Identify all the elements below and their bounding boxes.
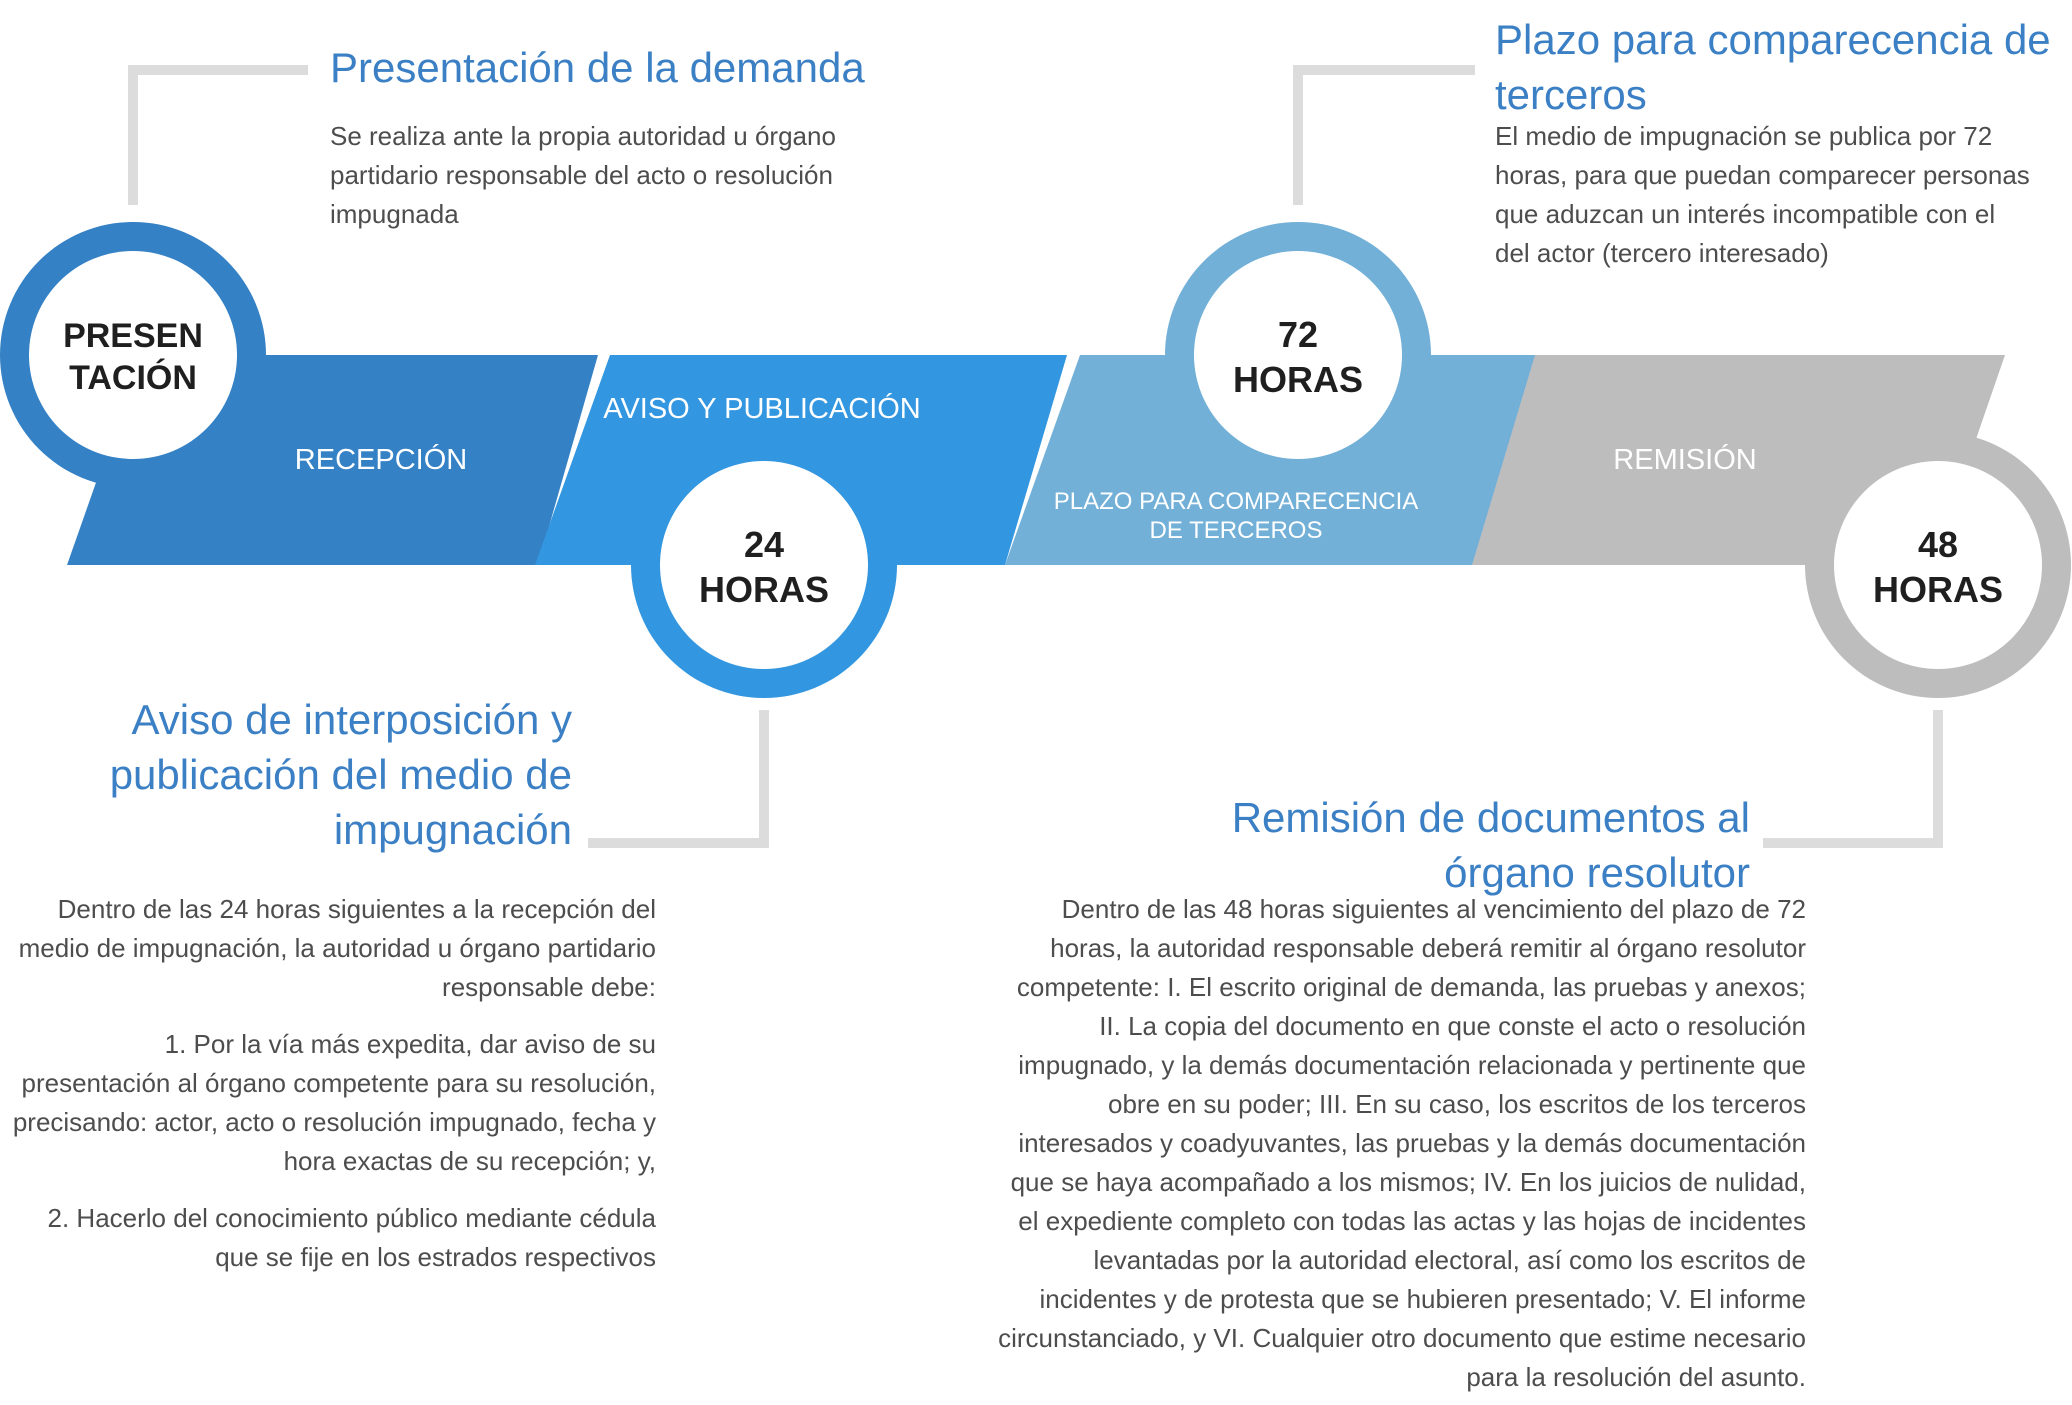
circle-presentacion-inner [29,251,237,459]
circle-24-line2: HORAS [699,569,829,610]
circle-presentacion-line1: PRESEN [63,317,203,355]
step2-paragraph-1: Dentro de las 24 horas siguientes a la r… [18,894,656,1002]
step3-description: El medio de impugnación se publica por 7… [1495,117,2035,273]
step4-description: Dentro de las 48 horas siguientes al ven… [998,890,1806,1397]
step2-title: Aviso de interposición y publicación del… [109,696,572,853]
circle-48-line1: 48 [1918,524,1958,565]
circle-48-horas-inner [1834,461,2042,669]
step4-paragraph: Dentro de las 48 horas siguientes al ven… [998,894,1806,1392]
circle-24-horas-inner [660,461,868,669]
band-label-recepcion: RECEPCIÓN [295,443,467,476]
connector-step2 [588,710,769,848]
band-label-remision: REMISIÓN [1613,443,1756,476]
circle-48-line2: HORAS [1873,569,2003,610]
connector-step3 [1293,65,1475,205]
connector-step1 [128,65,308,205]
band-label-plazo-line1: PLAZO PARA COMPARECENCIA [1054,488,1419,515]
step3-paragraph: El medio de impugnación se publica por 7… [1495,121,2030,268]
circle-72-horas-inner [1194,251,1402,459]
step3-title: Plazo para comparecencia de terceros [1495,16,2051,118]
band-label-plazo-line2: DE TERCEROS [1150,517,1323,544]
connector-step4 [1763,710,1943,848]
circle-72-line1: 72 [1278,314,1318,355]
band-label-aviso: AVISO Y PUBLICACIÓN [603,392,921,425]
step2-description: Dentro de las 24 horas siguientes a la r… [10,890,656,1277]
circle-72-line2: HORAS [1233,359,1363,400]
step4-title: Remisión de documentos al órgano resolut… [1231,794,1750,896]
step1-paragraph: Se realiza ante la propia autoridad u ór… [330,121,836,229]
step1-description: Se realiza ante la propia autoridad u ór… [330,117,890,234]
step1-title: Presentación de la demanda [330,44,865,91]
circle-24-line1: 24 [744,524,784,565]
circle-presentacion-line2: TACIÓN [69,359,197,397]
step2-paragraph-2: 1. Por la vía más expedita, dar aviso de… [12,1029,656,1176]
step2-paragraph-3: 2. Hacerlo del conocimiento público medi… [47,1203,656,1272]
